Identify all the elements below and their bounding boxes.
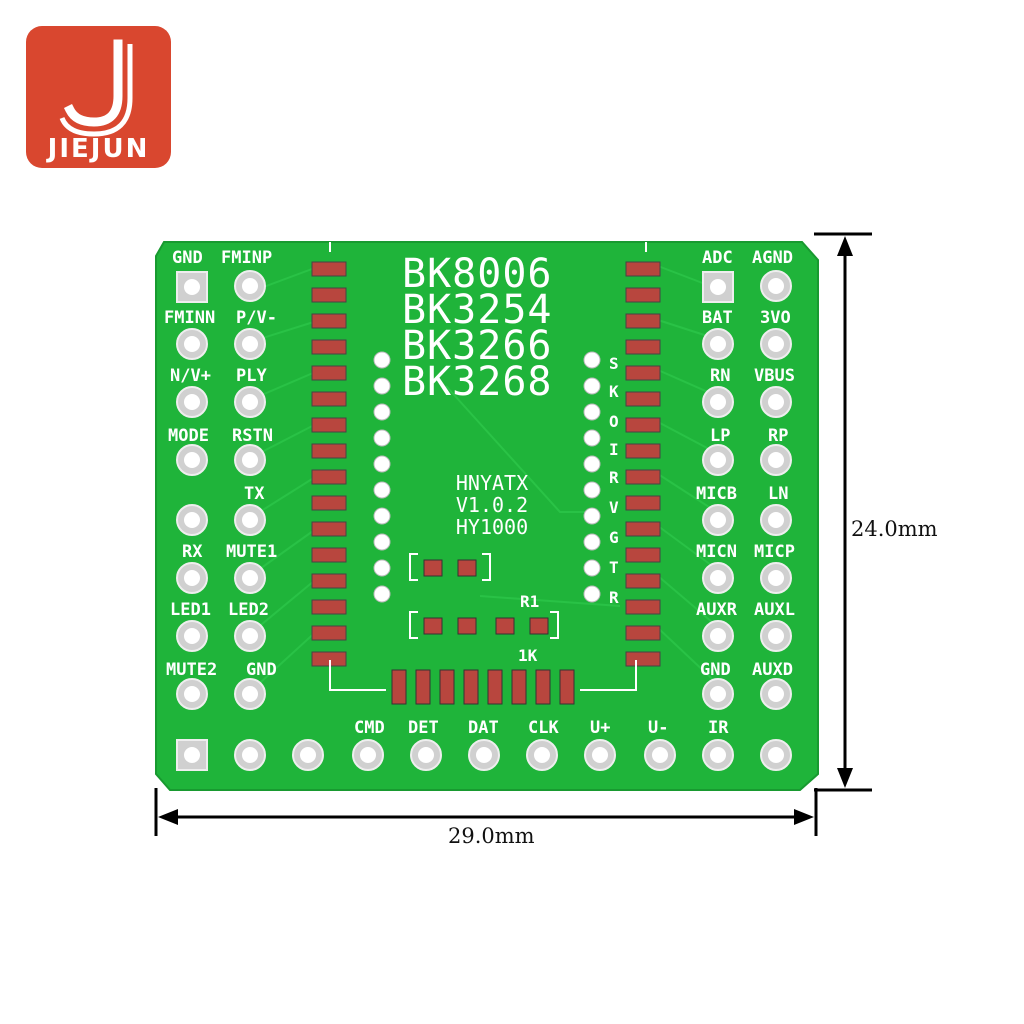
pin-label: U- <box>648 718 669 738</box>
column-letter: O <box>609 412 619 431</box>
column-letter: T <box>609 558 619 577</box>
board-info-1: HNYATX <box>455 471 529 495</box>
small-holes <box>373 351 601 603</box>
left-smd-pads <box>311 261 347 667</box>
pin-label: MICN <box>696 542 737 562</box>
pin-label: RP <box>768 426 789 446</box>
pcb-board <box>155 241 819 791</box>
column-letter: V <box>609 498 619 517</box>
pin-label: MICB <box>696 484 737 504</box>
pin-label: U+ <box>590 718 611 738</box>
pin-label: ADC <box>702 248 733 268</box>
pin-label: AUXL <box>754 600 795 620</box>
pin-label: GND <box>172 248 203 268</box>
pin-label: DAT <box>468 718 499 738</box>
pin-label: VBUS <box>754 366 795 386</box>
pin-label: RN <box>710 366 731 386</box>
pin-label: 3VO <box>760 308 791 328</box>
pin-label: RSTN <box>232 426 273 446</box>
bottom-smd-pads <box>391 669 575 705</box>
chip-label-1: BK8006 <box>402 251 553 297</box>
pin-label: RX <box>182 542 203 562</box>
column-letter: R <box>609 588 619 607</box>
chip-label-3: BK3266 <box>402 323 553 369</box>
brand-name: JIEJUN <box>47 134 150 164</box>
pin-label: MODE <box>168 426 209 446</box>
pin-label: TX <box>244 484 265 504</box>
pin-label: LED1 <box>170 600 211 620</box>
resistor-name: R1 <box>520 592 540 611</box>
pin-label: MUTE2 <box>166 660 218 680</box>
width-dimension: 29.0mm <box>448 824 535 848</box>
resistor-value: 1K <box>518 646 538 665</box>
pin-label: AUXR <box>696 600 737 620</box>
column-letter: G <box>609 528 619 547</box>
brand-logo: JIEJUN <box>26 26 171 168</box>
pin-label: MUTE1 <box>226 542 278 562</box>
height-dimension: 24.0mm <box>851 517 938 541</box>
chip-label-2: BK3254 <box>402 287 553 333</box>
column-letter: K <box>609 382 619 401</box>
logo-j-mark <box>59 39 133 137</box>
chip-label-4: BK3268 <box>402 359 553 405</box>
small-components <box>423 559 549 635</box>
pin-label: LED2 <box>228 600 269 620</box>
pin-label: BAT <box>702 308 733 328</box>
right-smd-pads <box>625 261 661 667</box>
pin-label: PLY <box>236 366 267 386</box>
pin-label: FMINN <box>164 308 216 328</box>
pin-label: FMINP <box>221 248 273 268</box>
pin-label: GND <box>700 660 731 680</box>
column-letter: I <box>609 440 619 459</box>
pin-label: MICP <box>754 542 795 562</box>
pin-label: IR <box>708 718 729 738</box>
pin-label: AUXD <box>752 660 793 680</box>
pin-label: AGND <box>752 248 793 268</box>
pin-label: DET <box>408 718 439 738</box>
pin-label: CMD <box>354 718 385 738</box>
pin-label: LP <box>710 426 731 446</box>
column-letter: S <box>609 354 619 373</box>
board-info-3: HY1000 <box>455 515 529 539</box>
pin-label: P/V- <box>236 308 277 328</box>
board-info-2: V1.0.2 <box>455 493 529 517</box>
pin-label: GND <box>246 660 277 680</box>
column-letter: R <box>609 468 619 487</box>
pin-label: CLK <box>528 718 559 738</box>
pin-label: N/V+ <box>170 366 211 386</box>
large-holes <box>176 270 792 771</box>
pin-label: LN <box>768 484 789 504</box>
